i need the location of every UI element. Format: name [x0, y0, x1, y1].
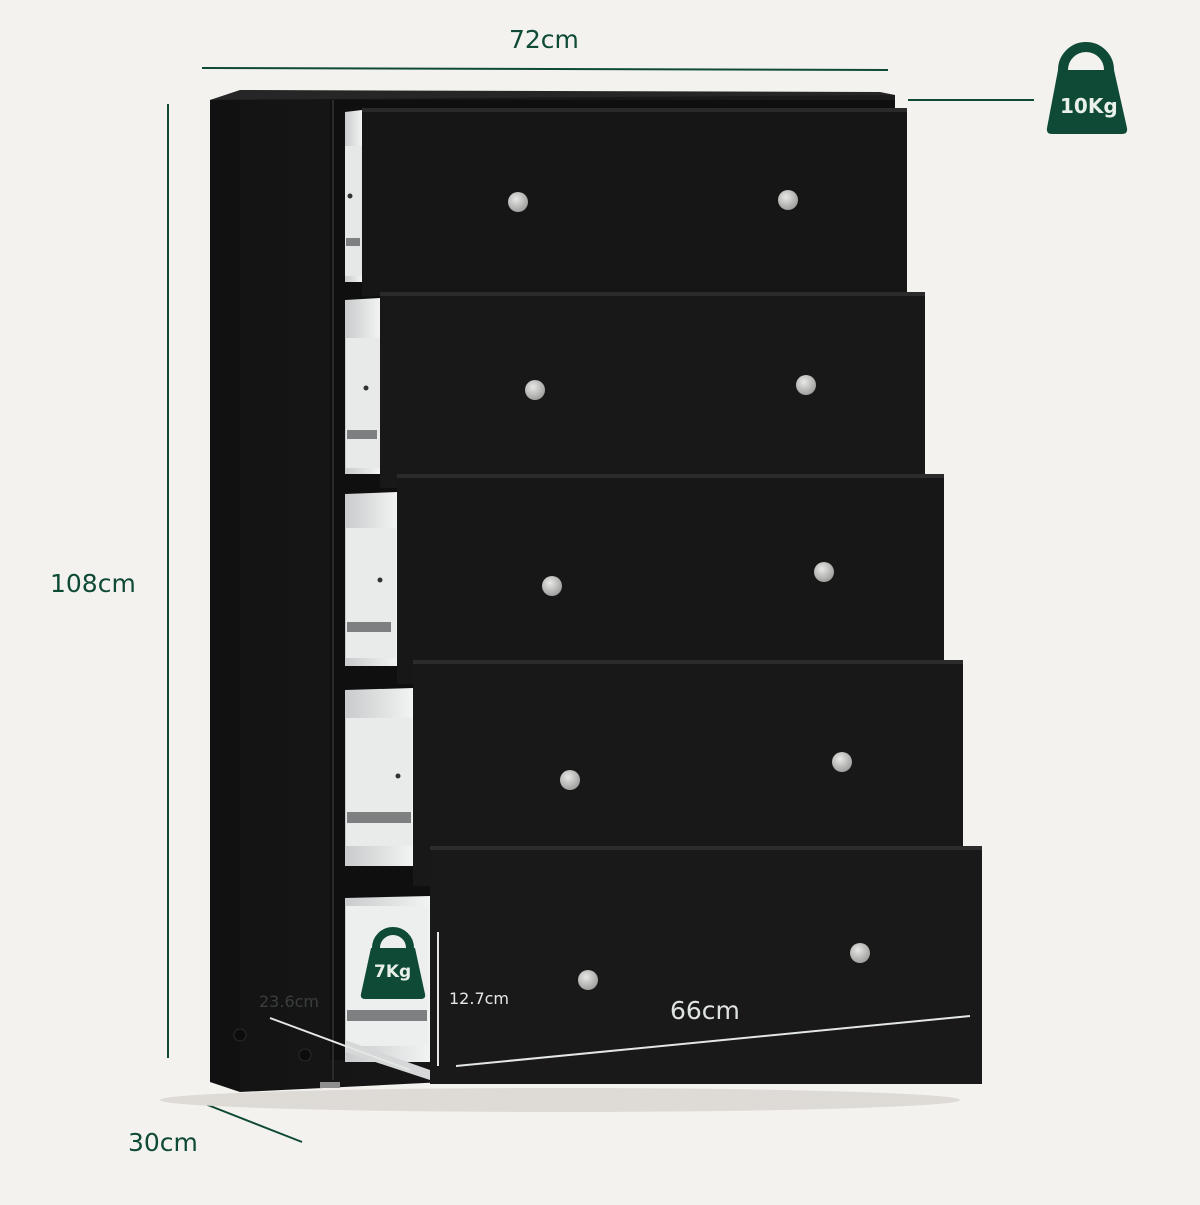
drawer-3 — [345, 474, 944, 684]
drawer-knob — [778, 190, 798, 210]
drawer-knob — [796, 375, 816, 395]
drawer-knob — [508, 192, 528, 212]
drawer-width-line — [455, 1015, 971, 1067]
drawer-knob — [560, 770, 580, 790]
floor-shadow — [160, 1088, 960, 1112]
drawer-5 — [345, 846, 982, 1084]
drawer-depth-line — [269, 1017, 411, 1071]
drawer-weight-label: 7Kg — [374, 962, 412, 982]
width-label: 72cm — [509, 25, 579, 54]
top-weight-label: 10Kg — [1060, 94, 1118, 118]
drawer-knob — [525, 380, 545, 400]
drawer-depth-label: 23.6cm — [259, 992, 320, 1011]
height-label: 108cm — [50, 569, 136, 598]
drawer-height-label: 12.7cm — [449, 989, 510, 1008]
drawer-knob — [832, 752, 852, 772]
weight-icon — [1046, 42, 1128, 134]
drawer-knob — [578, 970, 598, 990]
weight-icon — [360, 927, 426, 999]
drawer-knob — [850, 943, 870, 963]
drawer-2 — [345, 292, 925, 488]
width-line — [201, 67, 889, 71]
drawer-width-label: 66cm — [670, 996, 740, 1025]
depth-label: 30cm — [128, 1128, 198, 1157]
drawer-knob — [542, 576, 562, 596]
drawer-measure-lines — [269, 932, 971, 1071]
drawer-knob — [814, 562, 834, 582]
drawer-1 — [345, 108, 907, 296]
